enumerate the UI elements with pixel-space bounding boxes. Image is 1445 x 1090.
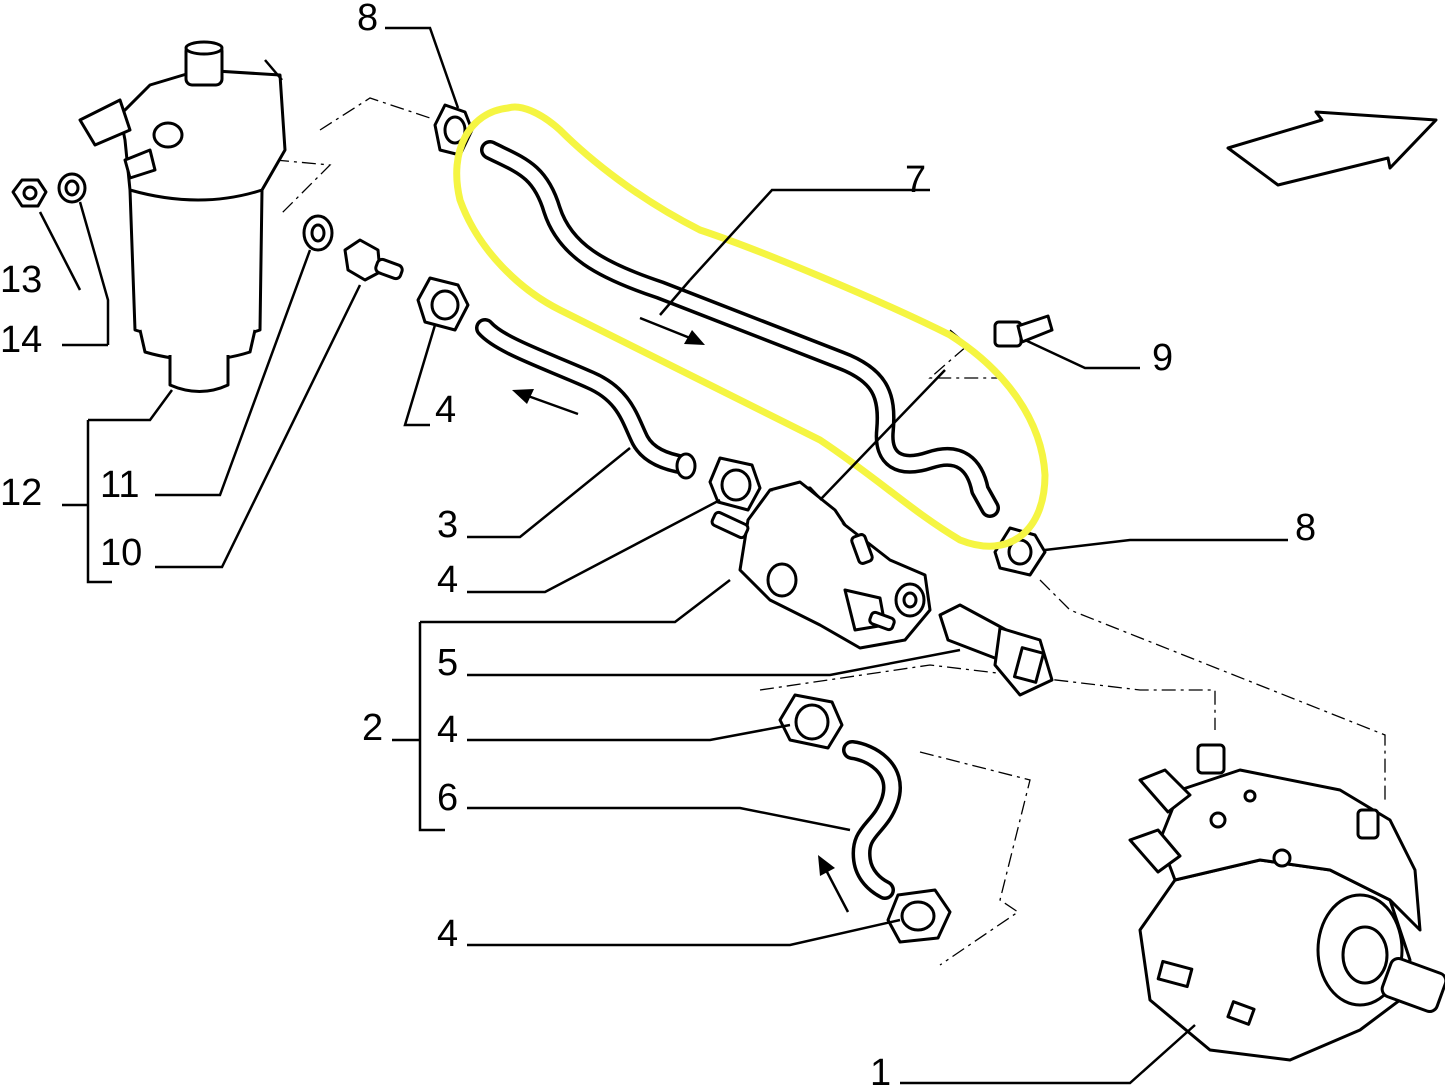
highlight-loop (453, 103, 1049, 550)
hose-part-3 (475, 318, 697, 480)
label-7: 7 (905, 159, 926, 201)
flow-arrow-icon (818, 855, 835, 876)
sensor-part-5 (938, 603, 1054, 697)
label-14: 14 (0, 319, 42, 361)
bolt-part-9 (993, 314, 1054, 348)
hose-part-7 (480, 140, 1000, 518)
clamp-part-4-mid (708, 456, 762, 512)
label-13: 13 (0, 259, 42, 301)
fuel-filter-assembly (78, 40, 287, 393)
hose-part-6 (842, 740, 902, 900)
washer-part-14 (57, 172, 87, 204)
label-4-lower: 4 (437, 709, 458, 751)
label-10: 10 (100, 532, 142, 574)
label-11: 11 (100, 464, 139, 506)
fitting-part-10 (343, 238, 404, 282)
flow-arrow-icon (684, 330, 705, 345)
clamp-part-4-lower (778, 693, 844, 750)
assembly-lines (274, 97, 1386, 966)
label-4-bottom: 4 (437, 913, 458, 955)
label-6: 6 (437, 777, 458, 819)
nut-part-13 (11, 178, 48, 208)
label-9: 9 (1152, 337, 1173, 379)
label-1: 1 (870, 1052, 891, 1090)
direction-arrow-icon (1226, 110, 1438, 187)
label-4-top: 4 (435, 389, 456, 431)
clamp-part-4-bottom (886, 888, 952, 944)
label-12: 12 (0, 472, 42, 514)
valve-housing-part-2 (710, 480, 932, 650)
label-8-top: 8 (357, 0, 378, 39)
callout-labels: 8 7 9 13 14 4 12 11 10 3 4 8 5 2 4 6 4 1 (0, 0, 1316, 1090)
label-2: 2 (362, 707, 383, 749)
label-8-right: 8 (1295, 507, 1316, 549)
label-4-mid: 4 (437, 559, 458, 601)
flow-arrow-icon (512, 389, 534, 404)
clamp-part-4-top (416, 276, 470, 332)
flow-arrows (512, 110, 1438, 913)
label-3: 3 (437, 504, 458, 546)
washer-part-11 (302, 214, 334, 252)
leader-lines (38, 26, 1288, 1085)
label-5: 5 (437, 642, 458, 684)
pump-part-1 (1128, 743, 1445, 1062)
